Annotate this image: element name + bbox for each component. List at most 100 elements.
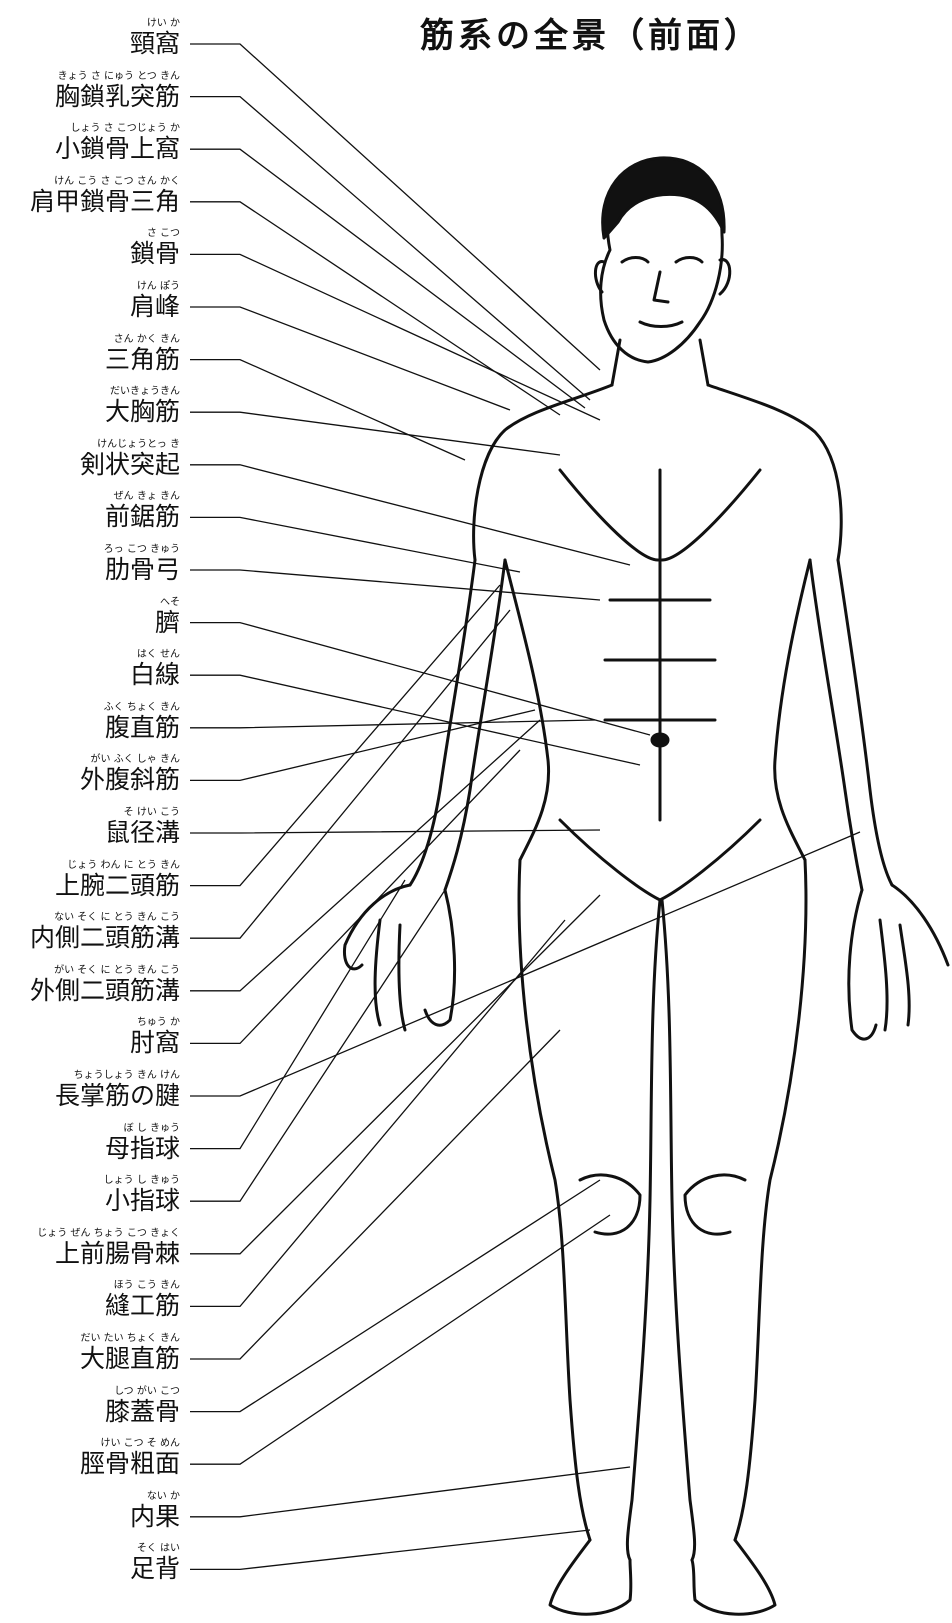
leader-line-22 [190, 880, 405, 1149]
label-21: ちょうしょう きん けん長掌筋の腱 [0, 1070, 180, 1110]
label-10: ぜん きょ きん前鋸筋 [0, 491, 180, 531]
leader-line-10 [190, 517, 520, 572]
leader-line-15 [190, 710, 535, 780]
leader-line-17 [190, 585, 500, 886]
left-knee [580, 1175, 640, 1234]
label-8: だいきょうきん大胸筋 [0, 386, 180, 426]
label-5: さ こつ鎖骨 [0, 228, 180, 268]
left-hand [344, 885, 454, 1030]
label-term: 剣状突起 [0, 451, 180, 479]
label-term: 肩甲鎖骨三角 [0, 188, 180, 216]
left-arm [410, 560, 505, 890]
right-knee [685, 1175, 745, 1234]
label-term: 長掌筋の腱 [0, 1082, 180, 1110]
label-term: 胸鎖乳突筋 [0, 83, 180, 111]
label-term: 脛骨粗面 [0, 1450, 180, 1478]
leader-line-16 [190, 830, 600, 833]
leader-line-7 [190, 360, 465, 460]
label-15: がい ふく しゃ きん外腹斜筋 [0, 754, 180, 794]
label-term: 足背 [0, 1555, 180, 1583]
leader-line-21 [190, 832, 860, 1096]
label-11: ろっ こつ きゅう肋骨弓 [0, 544, 180, 584]
label-term: 内側二頭筋溝 [0, 924, 180, 952]
label-term: 大胸筋 [0, 398, 180, 426]
label-22: ぼ し きゅう母指球 [0, 1123, 180, 1163]
label-7: さん かく きん三角筋 [0, 334, 180, 374]
right-torso-side [775, 560, 810, 860]
label-reading: がい そく に とう きん こう [0, 965, 180, 977]
nose [654, 272, 668, 302]
label-6: けん ぽう肩峰 [0, 281, 180, 321]
label-term: 肋骨弓 [0, 556, 180, 584]
label-12: へそ臍 [0, 597, 180, 637]
label-term: 上前腸骨棘 [0, 1240, 180, 1268]
leader-line-4 [190, 202, 560, 415]
label-term: 臍 [0, 609, 180, 637]
right-foot [692, 1540, 775, 1614]
label-16: そ けい こう鼠径溝 [0, 807, 180, 847]
label-reading: じょう ぜん ちょう こつ きょく [0, 1228, 180, 1240]
label-20: ちゅう か肘窩 [0, 1017, 180, 1057]
label-19: がい そく に とう きん こう外側二頭筋溝 [0, 965, 180, 1005]
label-term: 前鋸筋 [0, 503, 180, 531]
eyes [622, 258, 702, 263]
label-term: 大腿直筋 [0, 1345, 180, 1373]
label-reading: さん かく きん [0, 334, 180, 346]
leader-line-14 [190, 720, 595, 728]
leader-line-5 [190, 254, 600, 420]
leader-line-11 [190, 570, 600, 600]
label-reading: けん こう さ こつ さん かく [0, 176, 180, 188]
leader-line-27 [190, 1180, 600, 1412]
label-term: 内果 [0, 1503, 180, 1531]
label-3: しょう さ こつじょう か小鎖骨上窩 [0, 123, 180, 163]
label-reading: しつ がい こつ [0, 1386, 180, 1398]
label-reading: ない か [0, 1491, 180, 1503]
left-torso-side [505, 560, 549, 860]
label-term: 小指球 [0, 1187, 180, 1215]
navel [652, 734, 668, 746]
label-13: はく せん白線 [0, 649, 180, 689]
label-14: ふく ちょく きん腹直筋 [0, 702, 180, 742]
label-term: 小鎖骨上窩 [0, 135, 180, 163]
right-hand [849, 885, 948, 1039]
label-term: 白線 [0, 661, 180, 689]
label-17: じょう わん に とう きん上腕二頭筋 [0, 860, 180, 900]
leader-line-1 [190, 44, 600, 370]
leader-line-29 [190, 1467, 630, 1517]
neck [612, 340, 708, 385]
trunk-outline [474, 385, 842, 560]
label-term: 鎖骨 [0, 240, 180, 268]
left-foot [550, 1540, 631, 1614]
hair [603, 158, 724, 238]
label-term: 鼠径溝 [0, 819, 180, 847]
label-18: ない そく に とう きん こう内側二頭筋溝 [0, 912, 180, 952]
label-reading: けんじょうとっ き [0, 439, 180, 451]
label-term: 頸窩 [0, 30, 180, 58]
label-term: 縫工筋 [0, 1292, 180, 1320]
label-30: そく はい足背 [0, 1543, 180, 1583]
label-23: しょう し きゅう小指球 [0, 1175, 180, 1215]
label-term: 三角筋 [0, 346, 180, 374]
right-arm [810, 560, 892, 890]
label-25: ほう こう きん縫工筋 [0, 1280, 180, 1320]
label-4: けん こう さ こつ さん かく肩甲鎖骨三角 [0, 176, 180, 216]
label-term: 肩峰 [0, 293, 180, 321]
leader-line-3 [190, 149, 585, 408]
label-reading: ふく ちょく きん [0, 702, 180, 714]
label-term: 母指球 [0, 1135, 180, 1163]
label-reading: じょう わん に とう きん [0, 860, 180, 872]
leader-line-19 [190, 720, 540, 991]
label-term: 外腹斜筋 [0, 766, 180, 794]
leader-line-23 [190, 890, 445, 1201]
leader-line-8 [190, 412, 560, 455]
label-28: けい こつ そ めん脛骨粗面 [0, 1438, 180, 1478]
mouth [640, 322, 682, 327]
label-term: 上腕二頭筋 [0, 872, 180, 900]
page-title: 筋系の全景（前面） [420, 8, 810, 57]
right-leg [662, 860, 806, 1560]
label-term: 肘窩 [0, 1029, 180, 1057]
label-reading: ぼ し きゅう [0, 1123, 180, 1135]
label-reading: へそ [0, 597, 180, 609]
label-term: 腹直筋 [0, 714, 180, 742]
